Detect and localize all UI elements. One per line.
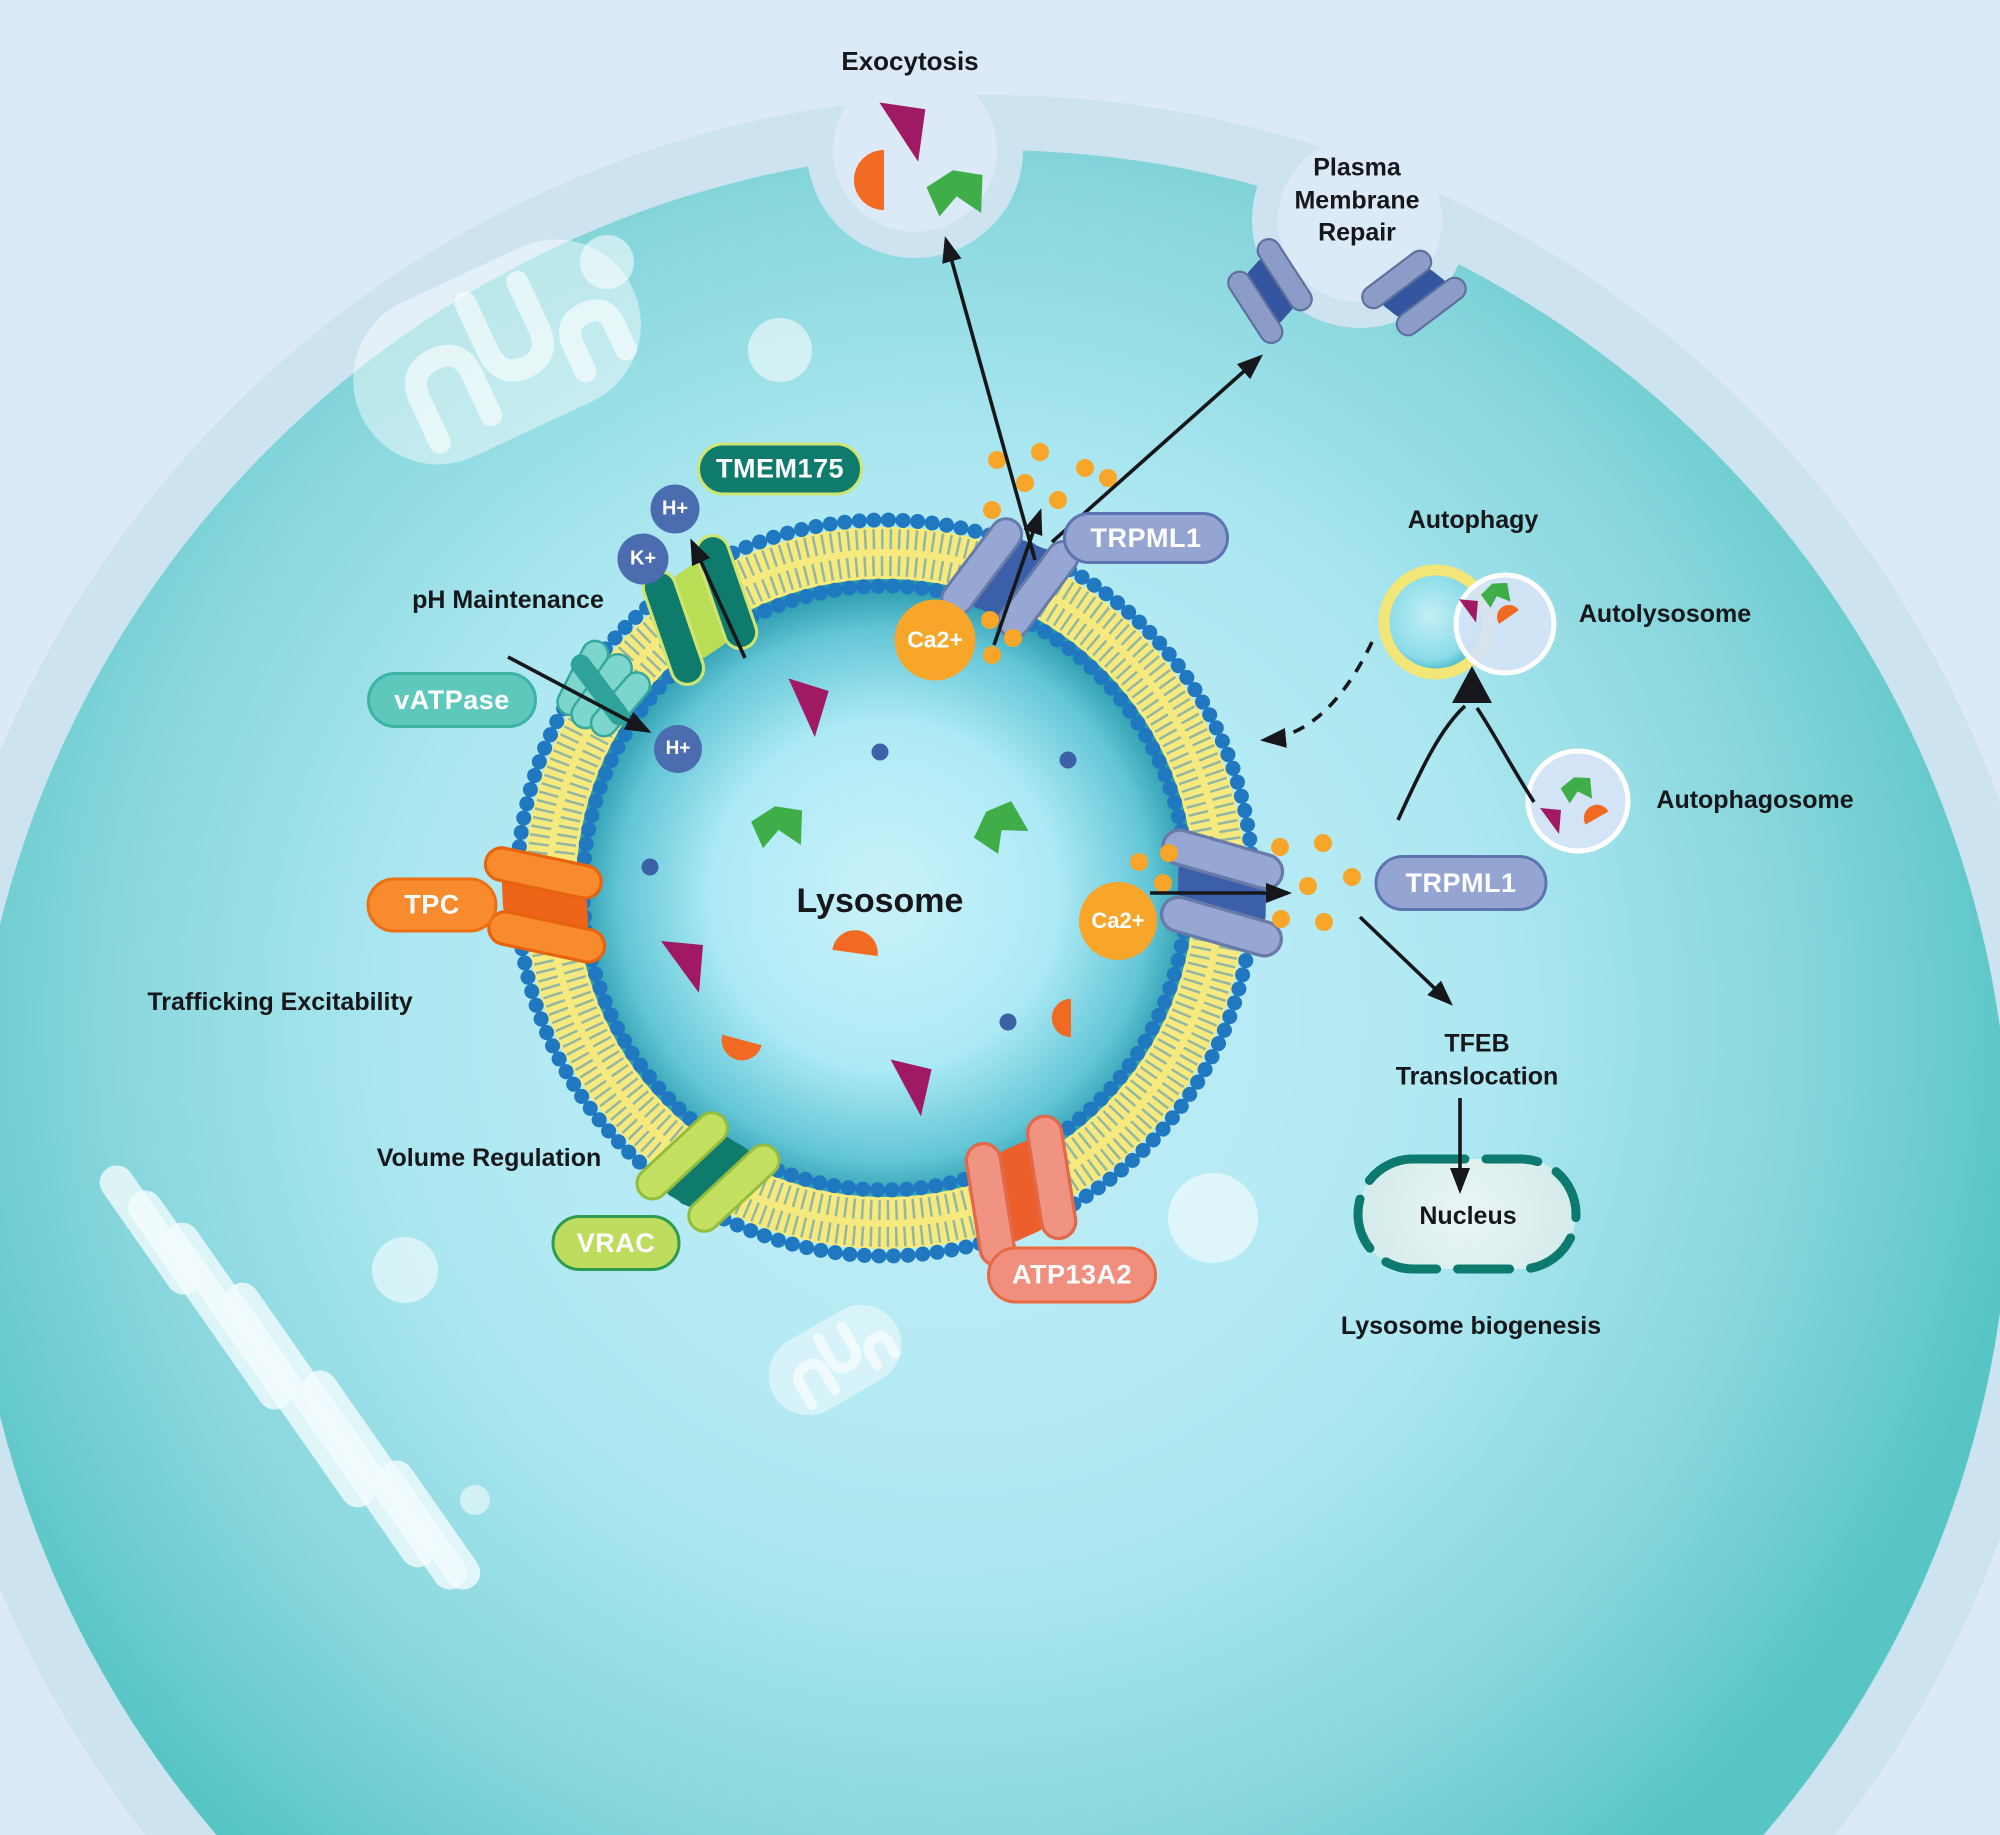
tmem175-pill: TMEM175 [697,442,863,496]
ph-maintenance-label: pH Maintenance [412,585,604,614]
vrac-pill: VRAC [551,1215,681,1271]
trpml1-right-pill: TRPML1 [1374,855,1548,911]
enzyme-orange-halfdisc [1051,998,1071,1038]
lumen-dot [871,743,889,761]
autophagy-label: Autophagy [1407,505,1539,534]
calcium-dot [1004,629,1022,647]
enzyme-orange-halfdisc [1583,804,1609,825]
calcium-dot [983,646,1001,664]
lumen-dot [999,1013,1017,1031]
membrane-channels [483,237,1467,1268]
enzyme-orange-halfdisc [832,930,878,957]
calcium-dot [1154,874,1172,892]
autolysosome-cargo-vesicle [1453,572,1557,676]
calcium-dot [983,501,1001,519]
calcium-dot [1315,913,1333,931]
membrane-repair-channel [1361,249,1467,337]
cytoplasm-bubble [748,318,812,382]
golgi-icon [99,1165,481,1590]
calcium-dot [1272,910,1290,928]
enzyme-magenta-triangle [1459,599,1478,623]
enzyme-green-flag [1560,777,1593,804]
calcium-dot [1076,459,1094,477]
atp13a2-channel [964,1114,1078,1268]
fusion-arrow-left [1396,704,1467,821]
tpc-pill: TPC [366,877,498,933]
fusion-arrowhead [1452,666,1492,703]
calcium-dot [1299,877,1317,895]
autophagy-dashed-arrow [1260,641,1374,748]
enzyme-orange-halfdisc [721,1034,762,1061]
volume-regulation-label: Volume Regulation [376,1143,602,1172]
lysosome-label: Lysosome [796,881,964,920]
enzyme-orange-halfdisc [1497,605,1519,624]
tfeb-translocation-label: TFEB Translocation [1395,1029,1559,1091]
calcium-dot [1314,834,1332,852]
autophagosome-label: Autophagosome [1656,785,1854,814]
exocytosis-arrow [942,236,1037,561]
enzyme-green-flag [1481,582,1511,608]
calcium-ion-dots [981,443,1361,931]
autophagosome-vesicle [1525,748,1631,854]
enzyme-orange-halfdisc [854,150,884,210]
nucleus-shape [1353,1154,1581,1274]
enzyme-magenta-triangle [788,678,829,738]
vrac-channel [635,1111,781,1233]
lysosome-biogenesis-label: Lysosome biogenesis [1340,1311,1602,1340]
calcium-dot [1049,491,1067,509]
exocytosis-label: Exocytosis [841,46,979,77]
enzyme-shapes [641,102,1609,1117]
h-plus-ion: H+ [650,484,700,534]
atp13a2-pill: ATP13A2 [987,1246,1157,1304]
enzyme-magenta-triangle [879,102,926,162]
calcium-dot [981,611,999,629]
tmem175-flux-arrow [690,538,747,659]
cytoplasm-bubble [1168,1173,1258,1263]
fusion-arrow-right [1475,706,1536,803]
calcium-ion-badge: Ca2+ [1079,882,1157,960]
calcium-dot [1343,868,1361,886]
lumen-dot [1059,751,1077,769]
tfeb-arrow [1358,915,1453,1006]
cytoplasm-bubbles [372,235,1258,1515]
enzyme-magenta-triangle [890,1059,932,1117]
cytoplasm-bubble [372,1237,438,1303]
h-plus-ion: H+ [654,725,702,773]
vatpase-pump [556,639,652,738]
membrane-repair-channel [1227,237,1313,345]
k-plus-ion: K+ [617,533,669,585]
vatpase-pill: vATPase [367,672,537,728]
trpml1-top-pill: TRPML1 [1063,512,1229,564]
calcium-dot [1031,443,1049,461]
tmem175-channel [641,534,759,686]
calcium-dot [988,451,1006,469]
lumen-dot [641,858,659,876]
enzyme-green-flag [973,801,1029,854]
trpml1-top-flux-arrow [992,508,1043,646]
nucleus-label: Nucleus [1419,1201,1517,1230]
plasma-membrane-repair-label: Plasma Membrane Repair [1294,153,1420,247]
calcium-dot [1160,844,1178,862]
tpc-channel [483,846,607,964]
enzyme-green-flag [751,806,803,849]
calcium-dot [1099,469,1117,487]
enzyme-magenta-triangle [661,941,703,993]
vatpase-flux-arrow [507,655,652,733]
cytoplasm-bubble [460,1485,490,1515]
calcium-ion-badge: Ca2+ [894,599,976,681]
enzyme-green-flag [926,170,983,217]
calcium-dot [1271,838,1289,856]
trafficking-excitability-label: Trafficking Excitability [147,987,413,1016]
cytoplasm-bubble [580,235,634,289]
enzyme-magenta-triangle [1540,808,1561,834]
autolysosome-label: Autolysosome [1578,599,1752,628]
calcium-dot [1016,474,1034,492]
calcium-dot [1130,853,1148,871]
